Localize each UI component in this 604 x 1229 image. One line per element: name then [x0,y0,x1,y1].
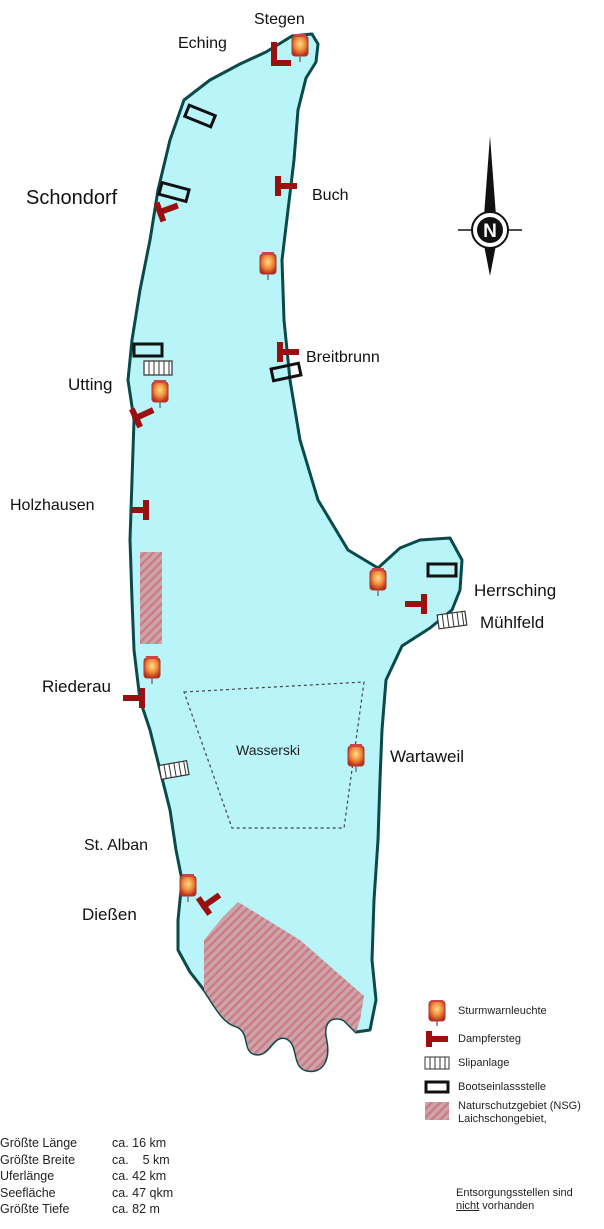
note-line: Entsorgungsstellen sind [456,1187,573,1199]
jetty-icon [195,892,222,916]
place-label-diessen: Dießen [82,905,137,924]
place-label-st-alban: St. Alban [84,837,148,854]
nature-reserve-holzhausen [140,552,162,644]
stat-row: Größte Breite ca. 5 km [0,1152,232,1169]
legend-label: Slipanlage [458,1056,510,1069]
legend-label: Dampfersteg [458,1032,521,1045]
jetty-icon [277,342,299,362]
compass-north-label: N [483,221,497,242]
place-label-utting: Utting [68,375,112,394]
slipway-icon [424,1056,450,1070]
nature-reserve-icon [425,1102,449,1120]
legend-label: Laichschongebiet, [458,1113,547,1125]
water-ski-zone [183,681,365,829]
place-label-schondorf: Schondorf [26,187,118,209]
place-label-buch: Buch [312,187,348,204]
slipway-icon [143,360,173,376]
place-label-riederau: Riederau [42,677,111,696]
legend-label: Bootseinlassstelle [458,1080,547,1093]
nature-reserve-diessen [204,902,364,1071]
place-label-eching: Eching [178,35,227,52]
stat-value: ca. 47 qkm [112,1185,174,1200]
lake-ammersee [126,32,464,1073]
place-label-wartaweil: Wartaweil [390,747,464,766]
stat-value: ca. 5 km [112,1152,170,1167]
note-emphasis: nicht [456,1200,480,1212]
jetty-icon [153,201,179,223]
stat-label: Größte Länge [0,1136,78,1150]
legend-item-jetty: Dampfersteg [424,1028,521,1050]
compass-rose: N [458,136,522,276]
place-label-muehlfeld: Mühlfeld [480,613,544,632]
storm-lamp-icon [428,998,446,1028]
jetty-icon [129,407,155,429]
stat-row: Größte Länge ca. 16 km [0,1135,232,1152]
jetty-icon [131,500,149,520]
stat-value: ca. 42 km [112,1169,167,1183]
stat-row: Uferlänge ca. 42 km [0,1168,232,1185]
stat-value: ca. 16 km [112,1136,167,1150]
legend-item-slipway: Slipanlage [424,1052,509,1074]
note-line: vorhanden [479,1200,535,1212]
jetty-icon [405,594,427,614]
legend-label: Sturmwarnleuchte [458,1004,547,1017]
legend-item-boat-launch: Bootseinlassstelle [424,1076,546,1098]
place-label-breitbrunn: Breitbrunn [306,349,380,366]
place-label-stegen: Stegen [254,11,305,28]
jetty-icon [275,176,297,196]
stat-label: Größte Tiefe [0,1202,70,1216]
jetty-icon [271,42,291,66]
water-ski-label: Wasserski [236,742,300,758]
lake-statistics: Größte Länge ca. 16 km Größte Breite ca. 5… [0,1135,232,1218]
jetty-icon [123,688,145,708]
boat-launch-icon [424,1080,450,1094]
jetty-icon [426,1031,448,1047]
place-label-holzhausen: Holzhausen [10,497,95,514]
stat-label: Uferlänge [0,1169,55,1183]
stat-value: ca. 82 m [112,1202,160,1216]
disposal-note: Entsorgungsstellen sind nicht vorhanden [456,1187,573,1213]
stat-label: Seefläche [0,1185,56,1200]
legend-item-storm-lamp: Sturmwarnleuchte [424,998,547,1028]
stat-row: Seefläche ca. 47 qkm [0,1185,232,1202]
place-label-herrsching: Herrsching [474,581,556,600]
legend-item-nature-reserve: Naturschutzgebiet (NSG) Laichschongebiet… [424,1100,581,1126]
legend-label: Naturschutzgebiet (NSG) [458,1100,581,1112]
stat-label: Größte Breite [0,1152,76,1167]
stat-row: Größte Tiefe ca. 82 m [0,1201,232,1218]
